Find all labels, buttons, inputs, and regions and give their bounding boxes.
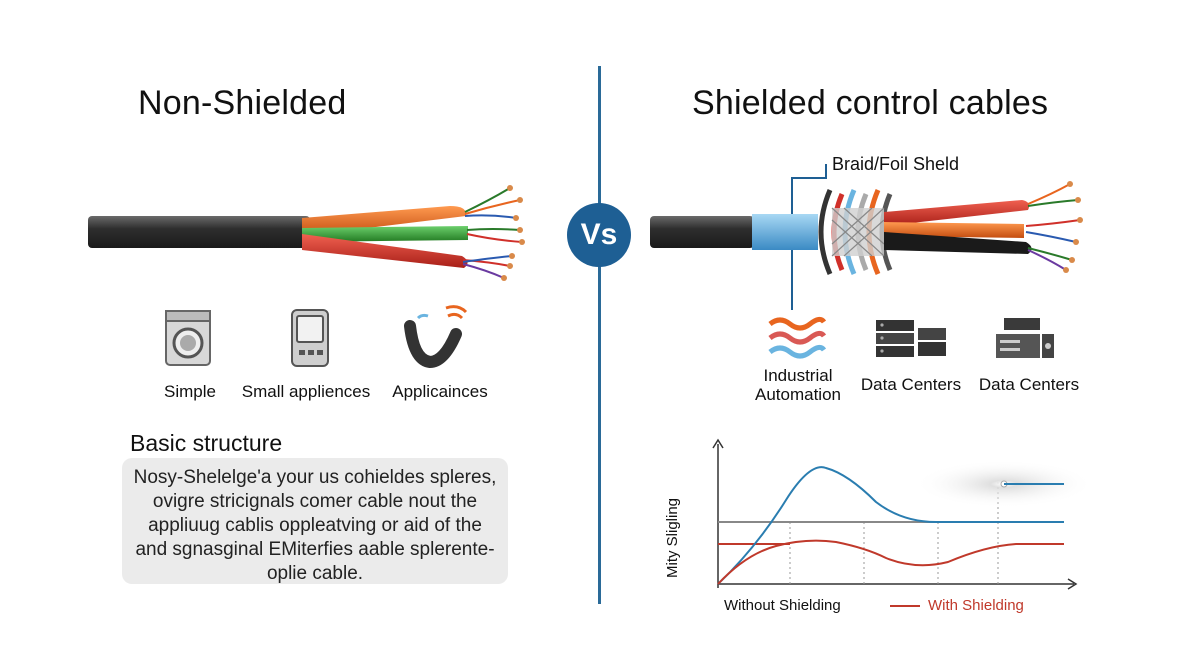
cable-icon — [404, 305, 468, 369]
icon-label-industrial-automation: Industrial Automation — [748, 366, 848, 404]
server-icon — [876, 320, 946, 357]
red-wire — [302, 234, 468, 268]
description-panel — [122, 458, 508, 584]
icon-label-appliances: Applicainces — [392, 382, 488, 401]
vs-badge: Vs — [567, 203, 631, 267]
description-line: and sgnasginal EMiterfies aable splerent… — [135, 539, 495, 560]
basic-structure-title: Basic structure — [130, 430, 283, 456]
non-shielded-cable-illustration — [88, 185, 525, 281]
waves-icon — [768, 316, 826, 359]
icon-label-simple: Simple — [164, 382, 216, 401]
server-rack-icon — [996, 318, 1054, 358]
icon-label-small-appliances: Small appliences — [241, 382, 371, 401]
green-wire — [302, 226, 468, 242]
non-shielded-title: Non-Shielded — [138, 84, 347, 122]
icon-label-data-centers-1: Data Centers — [860, 375, 962, 394]
graph-y-label: Mity Sligling — [664, 497, 681, 578]
industrial-line-2: Automation — [755, 385, 841, 404]
legend-with-shielding: With Shielding — [928, 597, 1024, 614]
center-divider — [598, 66, 601, 604]
icon-label-data-centers-2: Data Centers — [978, 375, 1080, 394]
legend-without-shielding: Without Shielding — [724, 597, 841, 614]
cable-jacket — [650, 216, 754, 248]
blue-insulation — [752, 214, 818, 250]
appliance-icon — [291, 309, 329, 367]
shielded-title: Shielded control cables — [692, 84, 1049, 122]
x-axis — [718, 578, 1078, 590]
description-line: oplie cable. — [266, 563, 364, 584]
description-line: Nosy-Shelelge'a your us cohieldes splere… — [133, 467, 497, 488]
cable-jacket — [88, 216, 310, 248]
without-shielding-curve — [717, 466, 1064, 585]
y-axis — [712, 438, 724, 588]
washing-machine-icon — [165, 310, 211, 366]
shielded-cable-illustration — [650, 164, 1083, 310]
industrial-line-1: Industrial — [763, 366, 833, 385]
description-line: ovigre stricignals comer cable nout the — [152, 491, 478, 512]
shielding-graph — [712, 438, 1086, 590]
shield-label: Braid/Foil Sheld — [832, 154, 960, 174]
description-line: appliuug cablis oppleatving or aid of th… — [148, 515, 482, 536]
with-shielding-curve — [717, 539, 1064, 585]
description-text: Nosy-Shelelge'a your us cohieldes splere… — [130, 466, 500, 586]
legend-with-shielding-swatch — [890, 605, 920, 607]
